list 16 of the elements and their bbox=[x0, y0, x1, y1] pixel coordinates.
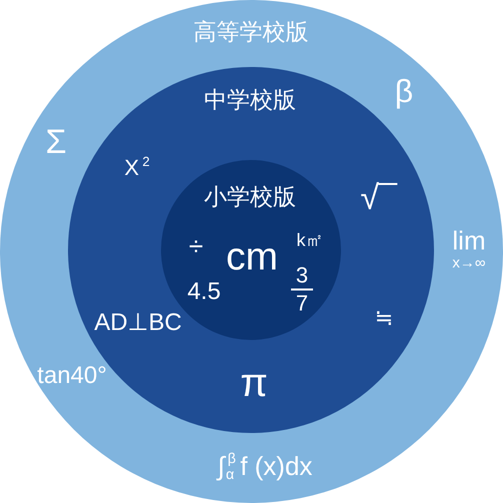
unit-label: cm bbox=[226, 238, 278, 276]
math-symbol: β bbox=[394, 75, 414, 107]
circle-title: 中学校版 bbox=[204, 88, 296, 112]
math-expression: tan40° bbox=[37, 364, 107, 388]
math-expression: lim x→∞ bbox=[451, 226, 487, 272]
math-symbol: π bbox=[240, 363, 268, 403]
math-expression: AD⊥BC bbox=[94, 311, 182, 335]
math-expression: X$^{2}$ bbox=[124, 157, 150, 179]
circle-title: 小学校版 bbox=[204, 186, 296, 208]
number-label: 4.5 bbox=[187, 280, 221, 304]
math-symbol: Σ bbox=[45, 125, 67, 159]
math-expression: ∫$_{α}$$^{β}$f (x)dx bbox=[218, 453, 312, 479]
unit-label: k㎡ bbox=[296, 231, 324, 249]
math-symbol: ≒ bbox=[374, 307, 394, 329]
circle-title: 高等学校版 bbox=[194, 20, 308, 44]
math-symbol: ÷ bbox=[188, 233, 204, 259]
